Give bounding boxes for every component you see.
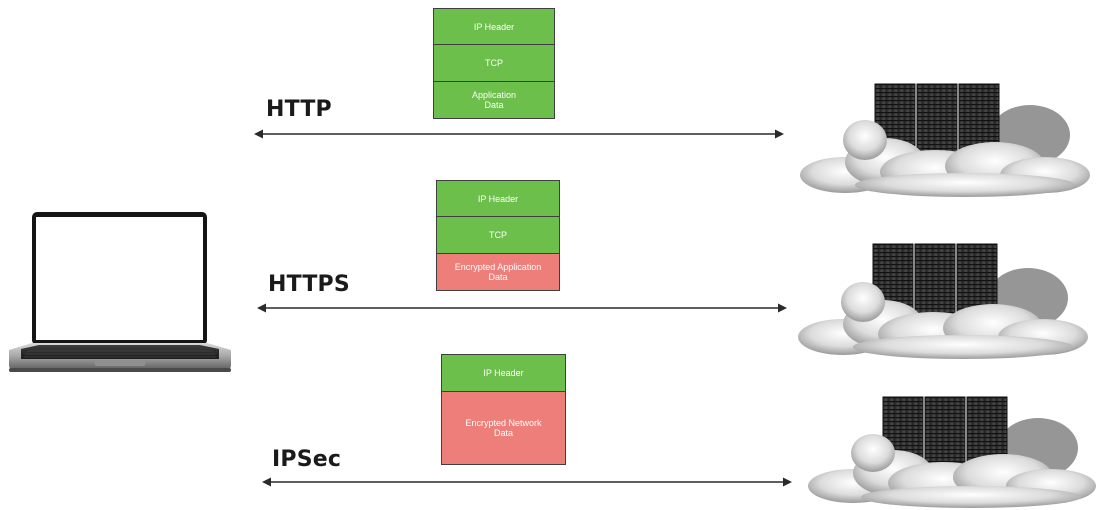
http-tcp-segment: TCP	[433, 45, 555, 82]
laptop-icon	[5, 210, 235, 378]
cloud-server-icon	[783, 240, 1093, 362]
ipsec-double-arrow	[262, 475, 792, 489]
http-packet: IP Header TCP Application Data	[433, 8, 555, 119]
ipsec-label: IPSec	[272, 447, 342, 472]
http-application-data-segment: Application Data	[433, 82, 555, 119]
https-ip-header-segment: IP Header	[436, 180, 560, 217]
ipsec-encrypted-network-data-segment: Encrypted Network Data	[441, 392, 566, 465]
https-packet: IP Header TCP Encrypted Application Data	[436, 180, 560, 291]
ipsec-packet: IP Header Encrypted Network Data	[441, 354, 566, 465]
https-encrypted-application-data-segment: Encrypted Application Data	[436, 254, 560, 291]
cloud-server-icon	[793, 393, 1101, 510]
http-label: HTTP	[266, 97, 332, 122]
https-label: HTTPS	[268, 272, 350, 297]
ipsec-ip-header-segment: IP Header	[441, 354, 566, 392]
http-ip-header-segment: IP Header	[433, 8, 555, 45]
cloud-server-icon	[785, 80, 1095, 200]
http-double-arrow	[254, 127, 784, 141]
https-double-arrow	[257, 301, 787, 315]
https-tcp-segment: TCP	[436, 217, 560, 254]
